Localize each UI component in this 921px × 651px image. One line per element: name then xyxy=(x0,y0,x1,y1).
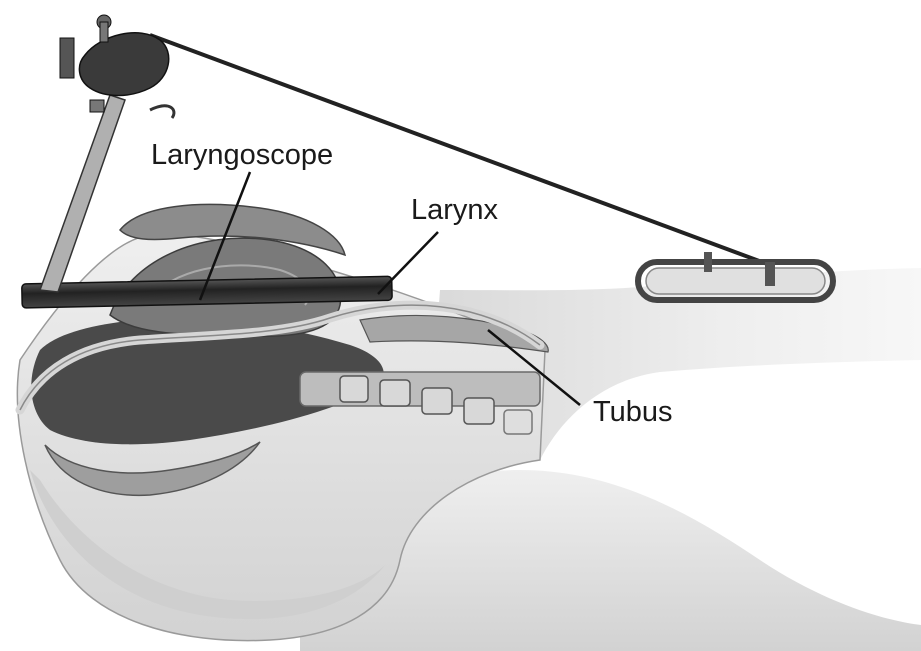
larynx-pointer xyxy=(378,232,438,294)
label-tubus: Tubus xyxy=(593,398,673,427)
label-laryngoscope: Laryngoscope xyxy=(151,141,333,170)
label-larynx: Larynx xyxy=(411,196,498,225)
chest-support xyxy=(638,252,833,300)
